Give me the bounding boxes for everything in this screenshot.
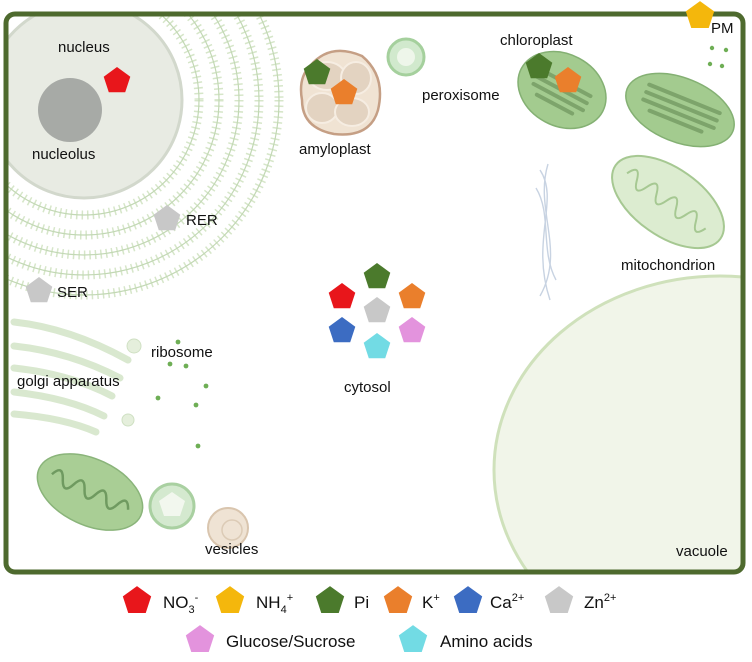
legend-amino-label: Amino acids (440, 632, 533, 651)
mitochondrion-lower-left (36, 453, 144, 531)
mitochondrion-label: mitochondrion (621, 257, 715, 274)
legend-calcium-swatch (453, 586, 483, 614)
chloroplast-label: chloroplast (500, 32, 573, 49)
legend-zinc-swatch (544, 586, 574, 614)
nucleolus (38, 78, 102, 142)
golgi-label: golgi apparatus (17, 373, 120, 390)
vacuole (492, 274, 743, 572)
cytosol-label: cytosol (344, 379, 391, 396)
legend-sugar-swatch (185, 625, 215, 653)
legend-calcium-label: Ca2+ (490, 592, 524, 612)
rer-label: RER (186, 212, 218, 229)
amyloplast-label: amyloplast (299, 141, 372, 158)
ribosome-dots (155, 339, 209, 449)
ammonium-pentagon-pm (685, 1, 715, 29)
nucleus-label: nucleus (58, 39, 110, 56)
cell-wall (3, 11, 746, 575)
pm-label: PM (711, 20, 734, 37)
legend-potassium-swatch (383, 586, 413, 614)
cytoskeleton (535, 163, 557, 301)
legend-sugar-label: Glucose/Sucrose (226, 632, 355, 651)
golgi-vesicle (126, 338, 142, 354)
legend-ammonium-label: NH4+ (256, 592, 293, 616)
peroxisome-label: peroxisome (422, 87, 500, 104)
vesicles-label: vesicles (205, 541, 258, 558)
pm-dots (707, 45, 729, 69)
legend-phosphate-swatch (315, 586, 345, 614)
golgi-vesicle (121, 413, 135, 427)
nucleolus-label: nucleolus (32, 146, 95, 163)
legend: NO3- NH4+ Pi K+ Ca2+ Zn2+ Glucose/Sucros… (122, 586, 616, 653)
legend-nitrate-label: NO3- (163, 592, 199, 616)
chloroplast-second (625, 72, 735, 148)
mitochondrion (611, 154, 725, 250)
legend-ammonium-swatch (215, 586, 245, 614)
legend-amino-swatch (398, 625, 428, 653)
vacuole-label: vacuole (676, 543, 728, 560)
vesicle-cargo (159, 492, 185, 516)
legend-zinc-label: Zn2+ (584, 592, 616, 612)
legend-nitrate-swatch (122, 586, 152, 614)
ser-label: SER (57, 284, 88, 301)
ribosome-label: ribosome (151, 344, 213, 361)
legend-potassium-label: K+ (422, 592, 440, 612)
legend-phosphate-label: Pi (354, 593, 369, 612)
golgi-apparatus (10, 318, 132, 436)
